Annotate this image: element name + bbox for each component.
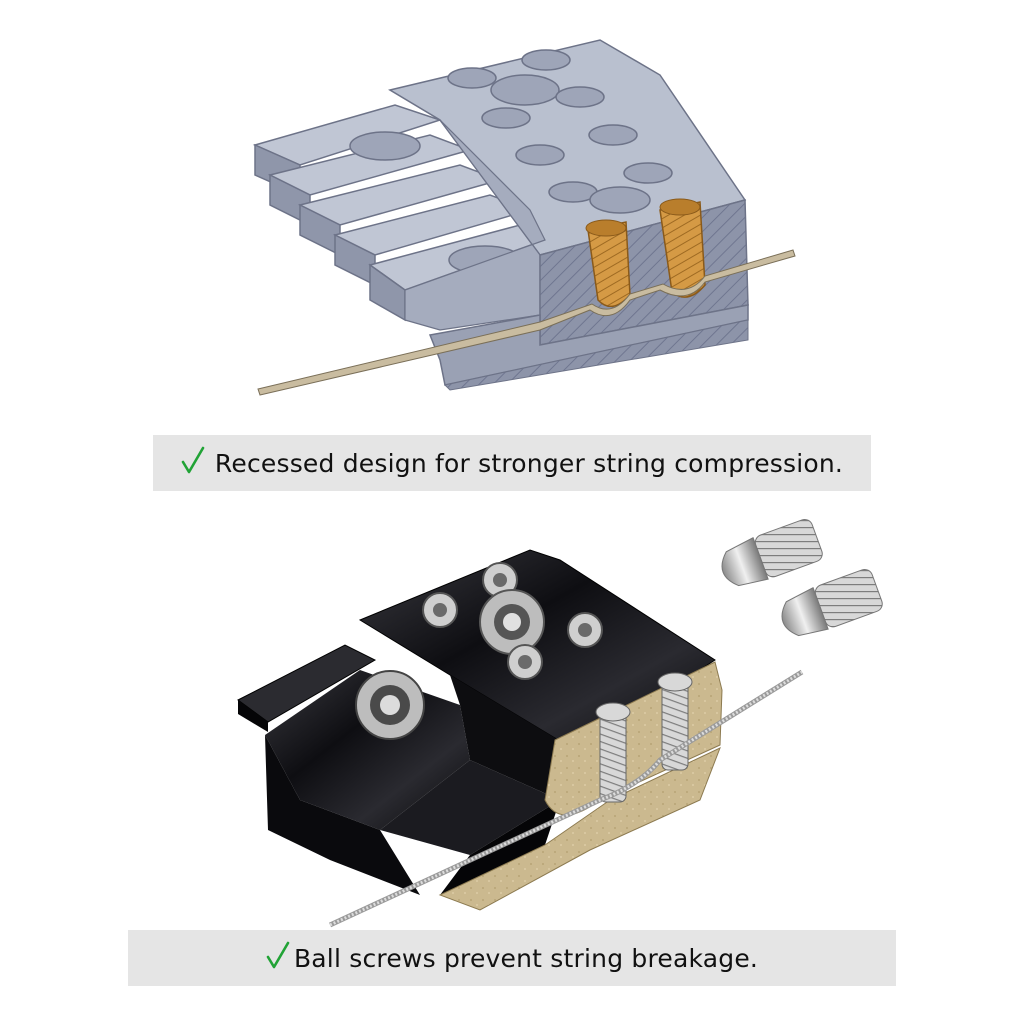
brass-screws (585, 198, 706, 308)
caption-top-text: Recessed design for stronger string comp… (214, 448, 844, 478)
caption-top-bar: Recessed design for stronger string comp… (153, 435, 871, 491)
check-mark-icon (181, 446, 205, 481)
caption-bottom-bar: Ball screws prevent string breakage. (128, 930, 896, 986)
caption-bottom-text: Ball screws prevent string breakage. (293, 943, 759, 973)
chrome-saddle-photo (237, 518, 883, 928)
guitar-string (257, 249, 796, 396)
check-mark-icon (266, 941, 290, 976)
loose-ball-screws (721, 518, 883, 637)
cad-cutaway-illustration (252, 39, 796, 396)
chrome-saddle-body (237, 549, 723, 911)
top-screw-heads (355, 562, 603, 740)
